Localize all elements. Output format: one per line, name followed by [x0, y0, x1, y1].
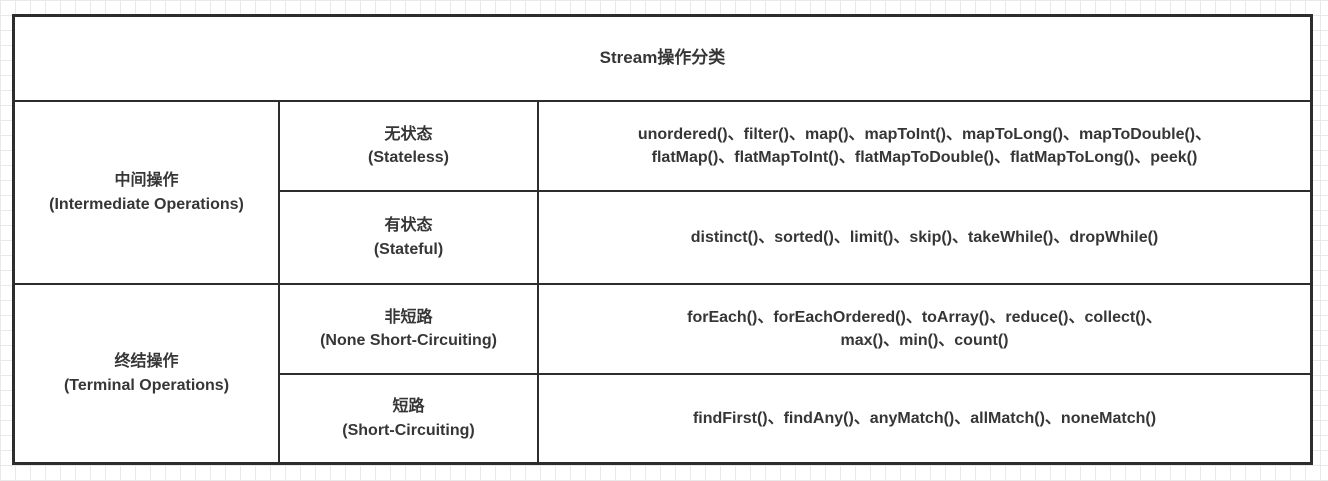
group-label-terminal: 终结操作 (Terminal Operations) — [63, 353, 230, 394]
subtype-label-none-short-circuiting: 非短路 (None Short-Circuiting) — [320, 308, 497, 349]
methods-cell-none-short-circuiting: forEach()、forEachOrdered()、toArray()、red… — [539, 285, 1310, 373]
methods-list-stateless: unordered()、filter()、map()、mapToInt()、ma… — [637, 125, 1212, 166]
methods-cell-short-circuiting: findFirst()、findAny()、anyMatch()、allMatc… — [539, 375, 1310, 462]
subtype-label-stateless: 无状态 (Stateless) — [368, 125, 449, 166]
table-title: Stream操作分类 — [599, 48, 726, 68]
methods-list-short-circuiting: findFirst()、findAny()、anyMatch()、allMatc… — [692, 409, 1157, 427]
group-cell-terminal-operations: 终结操作 (Terminal Operations) — [15, 285, 278, 462]
subtype-cell-stateful: 有状态 (Stateful) — [280, 192, 537, 283]
group-cell-intermediate-operations: 中间操作 (Intermediate Operations) — [15, 102, 278, 283]
subtype-label-short-circuiting: 短路 (Short-Circuiting) — [342, 398, 475, 439]
group-label-intermediate: 中间操作 (Intermediate Operations) — [49, 172, 244, 213]
methods-cell-stateless: unordered()、filter()、map()、mapToInt()、ma… — [539, 102, 1310, 190]
subtype-cell-stateless: 无状态 (Stateless) — [280, 102, 537, 190]
subtype-cell-short-circuiting: 短路 (Short-Circuiting) — [280, 375, 537, 462]
subtype-label-stateful: 有状态 (Stateful) — [373, 217, 444, 258]
stream-operations-table: Stream操作分类 中间操作 (Intermediate Operations… — [12, 14, 1313, 465]
methods-cell-stateful: distinct()、sorted()、limit()、skip()、takeW… — [539, 192, 1310, 283]
methods-list-none-short-circuiting: forEach()、forEachOrdered()、toArray()、red… — [687, 308, 1162, 349]
table-title-cell: Stream操作分类 — [15, 17, 1310, 100]
methods-list-stateful: distinct()、sorted()、limit()、skip()、takeW… — [690, 228, 1159, 246]
subtype-cell-none-short-circuiting: 非短路 (None Short-Circuiting) — [280, 285, 537, 373]
